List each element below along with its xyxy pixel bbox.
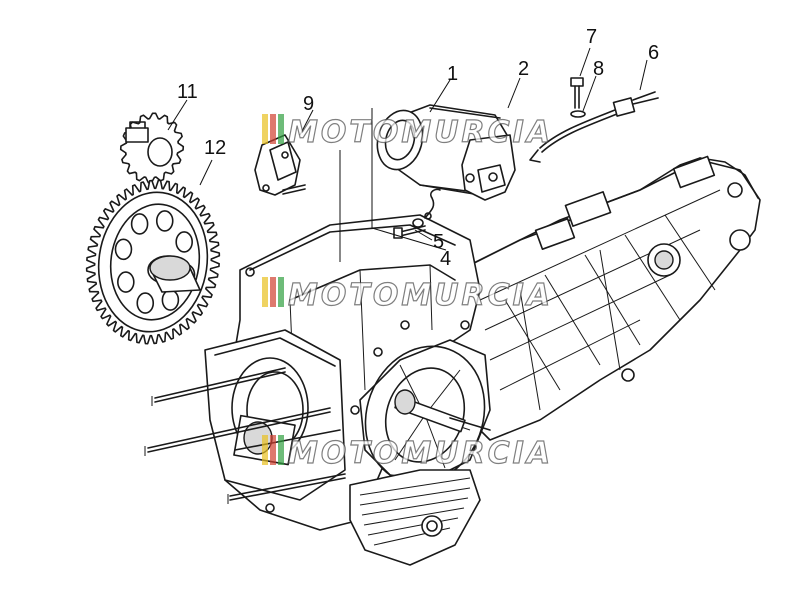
callout-9: 9 xyxy=(303,93,314,115)
watermark-text: MOTOMURCIA xyxy=(288,115,553,150)
callout-2: 2 xyxy=(518,58,529,80)
callout-1: 1 xyxy=(447,63,458,85)
crankcase-bosses xyxy=(534,155,751,382)
callout-12: 12 xyxy=(204,137,226,159)
block-bolt-holes xyxy=(245,267,470,513)
part-motor-end-cap xyxy=(461,134,516,201)
watermark-text: MOTOMURCIA xyxy=(288,278,553,313)
part-bracket xyxy=(254,134,306,196)
part-washer xyxy=(570,110,586,118)
callout-4: 4 xyxy=(440,248,451,270)
watermark-logo: MOTOMURCIA xyxy=(262,435,553,472)
crankcase-ribs xyxy=(479,189,721,411)
watermark-logo: MOTOMURCIA xyxy=(262,277,553,314)
leader-lines xyxy=(167,47,648,262)
sprocket-hole xyxy=(117,271,135,293)
output-shaft xyxy=(394,389,491,433)
sprocket-hole xyxy=(136,292,155,314)
callout-11: 11 xyxy=(177,81,198,103)
part-washer-clip xyxy=(412,188,441,228)
callout-8: 8 xyxy=(593,58,604,80)
sprocket-hole xyxy=(130,213,149,235)
callout-5: 5 xyxy=(433,231,444,253)
callout-labels: 1 2 4 5 6 7 8 9 11 12 xyxy=(177,26,659,270)
callout-6: 6 xyxy=(648,42,659,64)
sprocket-hole xyxy=(155,210,174,232)
part-bolt xyxy=(570,77,584,109)
callout-7: 7 xyxy=(586,26,597,48)
sprocket-hole xyxy=(114,238,133,261)
sprocket-holes xyxy=(114,210,196,314)
watermark-logo: MOTOMURCIA xyxy=(262,114,553,151)
crankcase xyxy=(204,155,761,566)
sprocket-hole xyxy=(175,231,193,253)
part-large-sprocket xyxy=(85,179,221,345)
part-small-gear xyxy=(119,112,185,184)
stud-bolts xyxy=(144,367,346,504)
watermark-text: MOTOMURCIA xyxy=(288,436,553,471)
part-cable xyxy=(529,91,659,163)
